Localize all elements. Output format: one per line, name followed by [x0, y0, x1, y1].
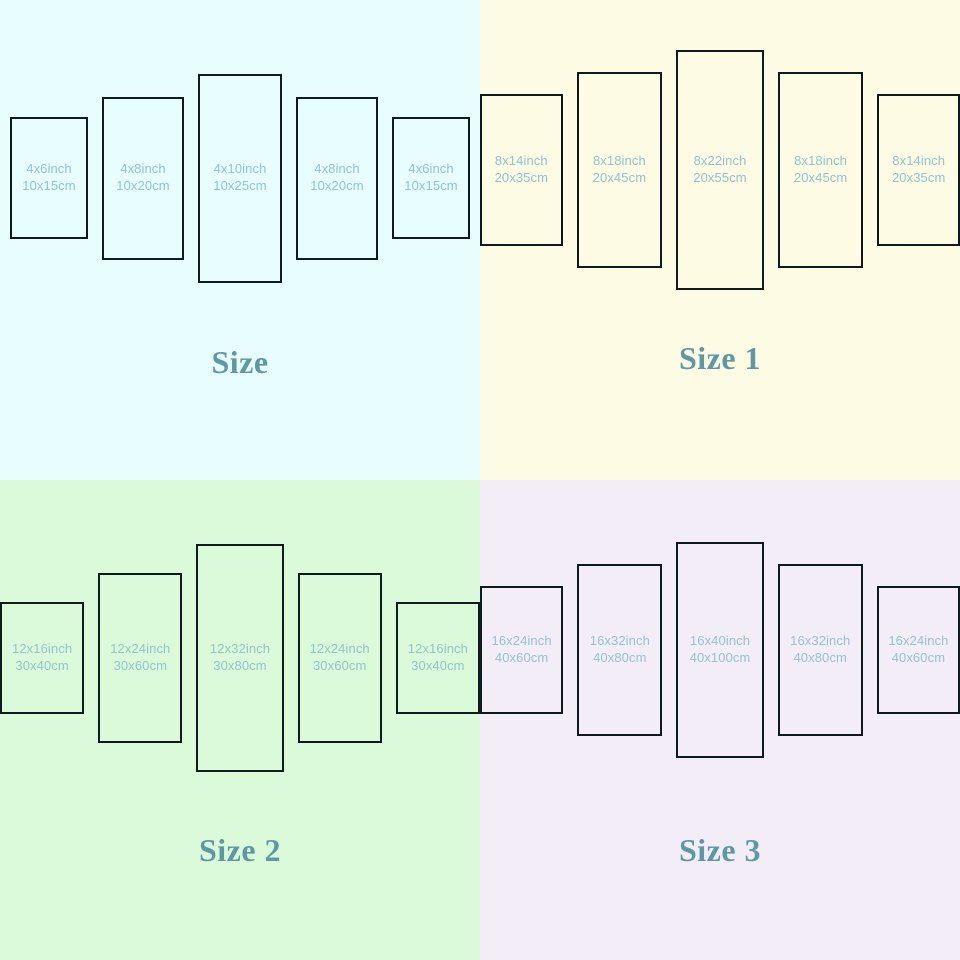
size-frame-inch: 4x6inch: [408, 161, 454, 177]
panel-caption-size-2: Size 2: [198, 832, 282, 868]
size-frame-cm: 30x60cm: [113, 658, 168, 673]
size-frame-inch: 16x32inch: [589, 633, 650, 649]
size-frame-cm: 10x15cm: [404, 178, 458, 193]
size-frame-inch: 16x24inch: [888, 633, 949, 649]
size-frame-inch: 8x14inch: [494, 153, 548, 169]
panel-caption-size-1: Size 1: [678, 340, 762, 376]
size-frame-inch: 8x22inch: [693, 153, 747, 169]
size-frame-inch: 4x8inch: [120, 161, 166, 177]
size-frame-cm: 30x40cm: [411, 658, 465, 673]
panel-caption-size-3: Size 3: [678, 832, 762, 868]
size-frame-cm: 40x100cm: [689, 650, 751, 665]
size-frame-cm: 40x80cm: [793, 650, 847, 665]
size-frame-inch: 8x14inch: [892, 153, 946, 169]
size-frame-cm: 20x35cm: [891, 170, 946, 185]
size-frame-inch: 16x40inch: [689, 633, 751, 649]
size-frame-cm: 20x45cm: [793, 170, 848, 185]
size-frame-inch: 16x32inch: [790, 633, 851, 649]
size-frame-inch: 16x24inch: [491, 633, 552, 649]
size-frame-cm: 20x55cm: [693, 170, 747, 185]
size-frame-cm: 30x80cm: [213, 658, 267, 673]
size-frame-cm: 10x20cm: [116, 178, 170, 193]
size-frame-inch: 12x24inch: [110, 641, 171, 657]
size-frame-inch: 4x10inch: [213, 161, 267, 177]
size-frame-cm: 10x20cm: [310, 178, 364, 193]
size-frame-inch: 4x8inch: [314, 161, 360, 177]
size-frame-cm: 30x40cm: [15, 658, 69, 673]
size-frame-cm: 40x80cm: [593, 650, 647, 665]
size-frame-inch: 12x16inch: [407, 641, 468, 657]
size-frame-inch: 12x32inch: [209, 641, 271, 657]
size-frame-inch: 12x24inch: [309, 641, 370, 657]
size-frame-inch: 4x6inch: [26, 161, 72, 177]
size-frame-inch: 12x16inch: [12, 641, 73, 657]
size-frame-cm: 10x15cm: [22, 178, 76, 193]
size-frame-cm: 40x60cm: [494, 650, 549, 665]
size-frame-inch: 8x18inch: [794, 153, 847, 169]
size-frame-cm: 40x60cm: [891, 650, 946, 665]
size-frame-cm: 10x25cm: [213, 178, 267, 193]
panel-caption-size: Size: [211, 344, 269, 380]
size-frame-inch: 8x18inch: [592, 153, 646, 169]
size-frame-cm: 30x60cm: [312, 658, 367, 673]
size-frame-cm: 20x45cm: [592, 170, 647, 185]
size-frame-cm: 20x35cm: [494, 170, 549, 185]
